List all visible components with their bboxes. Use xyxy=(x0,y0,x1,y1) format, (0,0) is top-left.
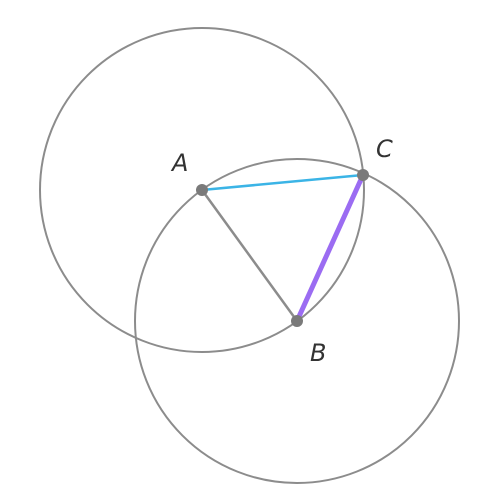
circle-centered-b xyxy=(134,158,460,484)
label-b: B xyxy=(310,339,326,367)
segment-bc xyxy=(294,172,366,324)
point-a[interactable] xyxy=(196,184,208,196)
circle-centered-a xyxy=(39,27,365,353)
label-a: A xyxy=(170,149,188,177)
segment-ac xyxy=(201,173,364,192)
point-c[interactable] xyxy=(357,169,369,181)
label-c: C xyxy=(376,135,393,163)
segment-ab xyxy=(200,189,299,322)
point-b[interactable] xyxy=(291,315,303,327)
